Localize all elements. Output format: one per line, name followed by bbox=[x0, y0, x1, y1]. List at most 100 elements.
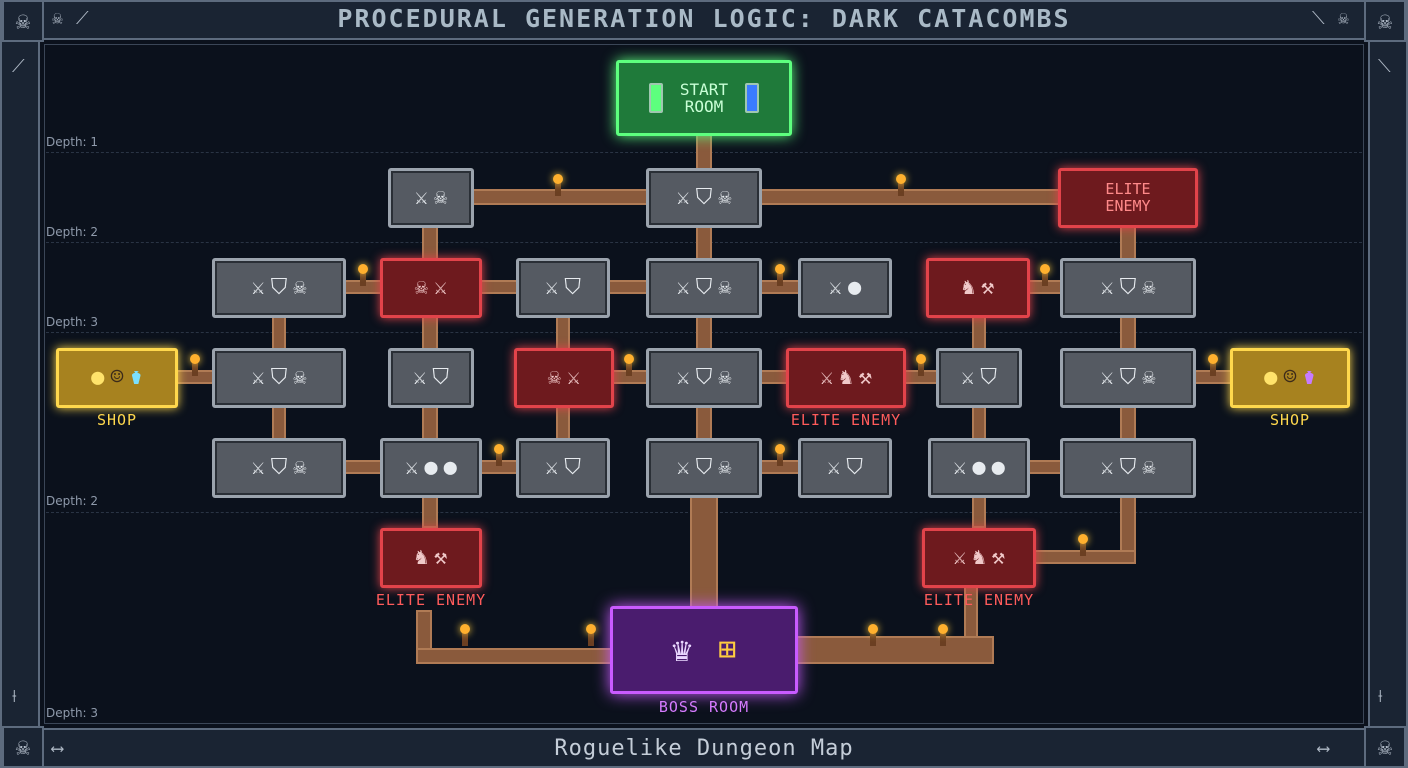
skull-icon: ☠ bbox=[2, 0, 44, 42]
corridor bbox=[272, 406, 286, 440]
corridor bbox=[608, 280, 648, 294]
sword-icon: ⚔ bbox=[953, 545, 967, 570]
skull-icon: ☠ bbox=[52, 8, 63, 29]
combat-room[interactable]: ⚔⛉☠ bbox=[1060, 348, 1196, 408]
map-subtitle: Roguelike Dungeon Map bbox=[554, 736, 854, 761]
dark-knight-icon: ♞ bbox=[972, 545, 986, 570]
potion-icon: ⚱ bbox=[1302, 365, 1316, 390]
combat-room[interactable]: ⚔⛉☠ bbox=[1060, 258, 1196, 318]
torch-icon bbox=[938, 624, 948, 646]
corridor bbox=[344, 460, 382, 474]
shield-icon: ⛉ bbox=[846, 455, 863, 480]
torch-icon bbox=[868, 624, 878, 646]
elite-enemy-room[interactable]: ⚔♞⚒ bbox=[922, 528, 1036, 588]
elite-enemy-room[interactable]: ⚔♞⚒ bbox=[786, 348, 906, 408]
corridor bbox=[796, 636, 994, 664]
skeleton-icon: ☠ bbox=[293, 455, 307, 480]
torch-icon bbox=[460, 624, 470, 646]
bone-icon: ⟍ bbox=[1312, 8, 1325, 29]
combat-room[interactable]: ⚔⛉ bbox=[798, 438, 892, 498]
slime-icon: ● bbox=[443, 455, 457, 480]
elite-enemy-room[interactable]: ☠⚔ bbox=[514, 348, 614, 408]
blue-portal-icon bbox=[745, 83, 759, 113]
torch-icon bbox=[358, 264, 368, 286]
combat-room[interactable]: ⚔⛉☠ bbox=[646, 168, 762, 228]
bottom-border bbox=[0, 728, 1408, 768]
corridor bbox=[416, 648, 612, 664]
left-border bbox=[0, 38, 40, 730]
combat-room[interactable]: ⚔●● bbox=[928, 438, 1030, 498]
top-border bbox=[0, 0, 1408, 40]
start-room-label: START ROOM bbox=[679, 80, 729, 116]
skeleton-icon: ☠ bbox=[414, 275, 428, 300]
combat-room[interactable]: ⚔⛉☠ bbox=[1060, 438, 1196, 498]
sword-icon: ⚔ bbox=[676, 185, 690, 210]
combat-room[interactable]: ⚔⛉ bbox=[516, 438, 610, 498]
skeleton-icon: ☠ bbox=[718, 365, 732, 390]
depth-label: Depth: 1 bbox=[46, 135, 99, 149]
combat-room[interactable]: ⚔⛉ bbox=[516, 258, 610, 318]
sword-icon: ⚔ bbox=[676, 365, 690, 390]
skeleton-icon: ☠ bbox=[718, 275, 732, 300]
skeleton-icon: ☠ bbox=[1142, 455, 1156, 480]
combat-room[interactable]: ⚔⛉☠ bbox=[646, 348, 762, 408]
combat-room[interactable]: ⚔⛉☠ bbox=[646, 258, 762, 318]
shield-icon: ⛉ bbox=[1119, 455, 1137, 480]
combat-room[interactable]: ⚔☠ bbox=[388, 168, 474, 228]
torch-icon bbox=[1078, 534, 1088, 556]
skull-icon: ☠ bbox=[2, 726, 44, 768]
skeleton-icon: ☠ bbox=[718, 455, 732, 480]
sword-icon: ⚔ bbox=[545, 275, 559, 300]
corridor bbox=[696, 226, 712, 260]
skeleton-icon: ☠ bbox=[718, 185, 732, 210]
sword-icon: ⚔ bbox=[1100, 365, 1114, 390]
corridor bbox=[972, 406, 986, 440]
shield-icon: ⛉ bbox=[564, 275, 581, 300]
skeleton-icon: ☠ bbox=[293, 365, 307, 390]
boss-room[interactable]: ♛ ⊞ bbox=[610, 606, 798, 694]
depth-label: Depth: 2 bbox=[46, 494, 99, 508]
skull-icon: ☠ bbox=[1338, 8, 1349, 29]
sword-icon: ⚔ bbox=[251, 275, 265, 300]
shield-icon: ⛉ bbox=[564, 455, 581, 480]
corridor bbox=[1120, 226, 1136, 260]
merchant-icon: ☺ bbox=[110, 365, 124, 390]
corridor bbox=[972, 316, 986, 350]
corridor bbox=[696, 406, 712, 440]
combat-room[interactable]: ⚔⛉☠ bbox=[212, 258, 346, 318]
combat-room[interactable]: ⚔⛉ bbox=[388, 348, 474, 408]
combat-room[interactable]: ⚔●● bbox=[380, 438, 482, 498]
elite-enemy-room[interactable]: ♞⚒ bbox=[380, 528, 482, 588]
shield-icon: ⛉ bbox=[432, 365, 449, 390]
corridor bbox=[760, 370, 788, 384]
sword-icon: ⚔ bbox=[820, 365, 834, 390]
dark-knight-icon: ♞ bbox=[839, 365, 853, 390]
corridor bbox=[556, 316, 570, 350]
torch-icon bbox=[775, 264, 785, 286]
torch-icon bbox=[1208, 354, 1218, 376]
elite-enemy-room[interactable]: ELITE ENEMY bbox=[1058, 168, 1198, 228]
bone-icon: ⟷ bbox=[52, 738, 63, 759]
corridor bbox=[1120, 406, 1136, 440]
shop-room[interactable]: ●☺⚱ bbox=[1230, 348, 1350, 408]
depth-label: Depth: 3 bbox=[46, 706, 99, 720]
axe-icon: ⚒ bbox=[991, 545, 1005, 570]
corridor bbox=[422, 316, 438, 350]
sword-icon: ⚔ bbox=[676, 455, 690, 480]
sword-icon: ⚔ bbox=[827, 455, 841, 480]
shop-room[interactable]: ●☺⚱ bbox=[56, 348, 178, 408]
start-room[interactable]: START ROOM bbox=[616, 60, 792, 136]
elite-enemy-room[interactable]: ♞⚒ bbox=[926, 258, 1030, 318]
sword-icon: ⚔ bbox=[413, 365, 427, 390]
combat-room[interactable]: ⚔⛉☠ bbox=[646, 438, 762, 498]
shield-icon: ⛉ bbox=[695, 365, 713, 390]
combat-room[interactable]: ⚔⛉☠ bbox=[212, 348, 346, 408]
corridor bbox=[422, 496, 438, 528]
corridor bbox=[1120, 316, 1136, 350]
shield-icon: ⛉ bbox=[695, 185, 713, 210]
combat-room[interactable]: ⚔⛉☠ bbox=[212, 438, 346, 498]
combat-room[interactable]: ⚔⛉ bbox=[936, 348, 1022, 408]
map-title: PROCEDURAL GENERATION LOGIC: DARK CATACO… bbox=[337, 4, 1071, 33]
elite-enemy-room[interactable]: ☠⚔ bbox=[380, 258, 482, 318]
combat-room[interactable]: ⚔● bbox=[798, 258, 892, 318]
